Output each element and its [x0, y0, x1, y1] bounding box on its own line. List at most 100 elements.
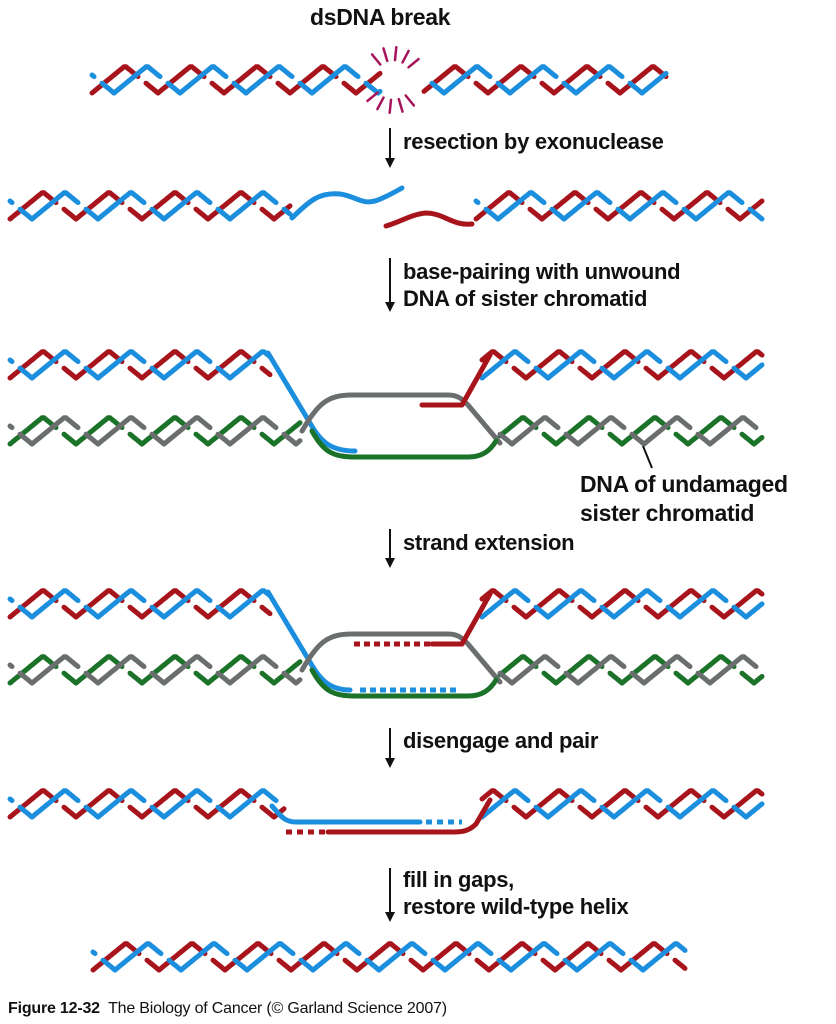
- damaged-left-helix-strand-b: [7, 349, 273, 381]
- left-helix-segment: [7, 190, 59, 222]
- damaged-right-helix-segment: [533, 588, 597, 620]
- sister-right-helix-strand-b: [497, 415, 759, 447]
- restored-helix-strand-b: [90, 941, 688, 973]
- damaged-left-helix-segment: [215, 349, 273, 381]
- sister-right-helix-strand-a: [497, 654, 765, 686]
- left-helix-segment: [341, 70, 383, 96]
- damaged-right-helix-segment: [511, 588, 575, 620]
- restored-helix-strand-a: [90, 941, 688, 973]
- left-helix-segment: [99, 64, 163, 96]
- restored-helix-segment: [672, 957, 688, 971]
- stage-strand-extension: [7, 588, 765, 699]
- damaged-left-helix-segment: [7, 357, 15, 365]
- damaged-left-helix-strand-b: [7, 588, 273, 620]
- invading-blue-strand: [265, 589, 353, 693]
- damaged-right-helix-strand-a: [479, 588, 765, 620]
- damaged-right-helix-segment: [479, 349, 531, 381]
- right-helix-segment: [731, 801, 765, 820]
- figure-number: Figure 12-32: [8, 1000, 100, 1017]
- sister-right-helix-segment: [497, 654, 561, 686]
- step-arrow-head-icon: [385, 912, 395, 922]
- restored-helix-segment: [364, 941, 428, 973]
- left-helix-segment: [17, 788, 81, 820]
- burst-ray: [397, 97, 404, 113]
- damaged-right-helix-segment: [511, 349, 575, 381]
- sister-left-helix-segment: [215, 654, 279, 686]
- restored-helix-segment: [562, 941, 626, 973]
- sister-left-helix-segment: [193, 415, 257, 447]
- step-arrow-head-icon: [385, 758, 395, 768]
- right-helix-segment: [659, 190, 723, 222]
- damaged-left-helix-segment: [7, 349, 59, 381]
- sister-left-helix-segment: [193, 654, 257, 686]
- right-helix-segment: [473, 64, 537, 96]
- step-arrows: [385, 128, 395, 922]
- red-extended-strand: [325, 797, 493, 835]
- restored-helix-segment: [210, 941, 274, 973]
- restored-helix-segment: [276, 941, 340, 973]
- restored-helix-segment: [342, 941, 406, 973]
- left-helix-segment: [127, 190, 191, 222]
- red-invading-strand: [419, 352, 493, 408]
- sister-left-helix-segment: [215, 415, 279, 447]
- damaged-right-helix-segment: [731, 362, 765, 381]
- restored-helix-segment: [474, 941, 538, 973]
- left-helix-segment: [83, 190, 147, 222]
- damaged-left-helix-segment: [149, 588, 213, 620]
- burst-ray: [366, 91, 379, 103]
- damaged-right-helix-segment: [533, 349, 597, 381]
- right-helix-strand-b: [429, 64, 669, 96]
- damaged-left-helix-segment: [215, 588, 273, 620]
- sister-left-helix-segment: [17, 654, 81, 686]
- displaced-gray-strand: [299, 392, 503, 446]
- right-helix-segment: [483, 190, 547, 222]
- left-helix-segment: [209, 64, 273, 96]
- sister-right-helix-segment: [695, 654, 759, 686]
- left-helix-segment: [7, 796, 15, 804]
- sister-right-helix-segment: [541, 654, 605, 686]
- right-helix-strand-b: [479, 788, 765, 820]
- sister-right-helix-segment: [695, 415, 759, 447]
- damaged-left-helix-segment: [149, 349, 213, 381]
- sister-right-helix-segment: [497, 654, 539, 678]
- blue-3prime-overhang: [289, 185, 405, 221]
- right-helix-segment: [593, 190, 657, 222]
- red-3prime-overhang: [383, 210, 475, 229]
- right-helix-segment: [533, 788, 597, 820]
- sister-right-helix-segment: [629, 654, 693, 686]
- damaged-left-helix-segment: [193, 349, 257, 381]
- damaged-left-helix-segment: [127, 588, 191, 620]
- damaged-left-helix-segment: [193, 588, 257, 620]
- right-helix-segment: [577, 788, 641, 820]
- restored-helix-segment: [606, 941, 670, 973]
- sister-right-helix-segment: [673, 415, 737, 447]
- callout-leader-line: [642, 445, 653, 469]
- sister-right-helix-segment: [497, 415, 561, 447]
- restored-helix-segment: [298, 941, 362, 973]
- sister-left-helix-strand-a: [7, 654, 303, 686]
- left-helix-segment: [83, 788, 147, 820]
- step-label-resection: resection by exonuclease: [403, 129, 664, 154]
- restored-helix-segment: [90, 941, 142, 973]
- sister-left-helix-segment: [259, 420, 303, 447]
- damaged-right-helix-strand-b: [479, 349, 765, 381]
- left-helix-segment: [149, 788, 213, 820]
- damaged-left-helix-segment: [61, 588, 125, 620]
- stage-resection: [7, 185, 765, 229]
- damaged-right-helix-segment: [709, 588, 765, 620]
- right-helix-segment: [605, 64, 669, 96]
- right-helix-segment: [627, 70, 669, 96]
- sister-right-helix-segment: [629, 415, 693, 447]
- sister-right-helix-segment: [563, 654, 627, 686]
- right-helix-segment: [747, 206, 765, 222]
- restored-helix-segment: [90, 949, 98, 957]
- damaged-left-helix-segment: [17, 349, 81, 381]
- sister-left-helix-strand-a: [7, 415, 303, 447]
- sister-left-helix-segment: [61, 415, 125, 447]
- sister-left-helix-segment: [7, 423, 15, 431]
- right-helix-segment: [429, 64, 493, 96]
- dsdna-break-burst-icon: [366, 45, 420, 115]
- red-invading-strand: [429, 591, 493, 647]
- right-helix-segment: [473, 190, 525, 222]
- left-helix-segment: [7, 198, 15, 206]
